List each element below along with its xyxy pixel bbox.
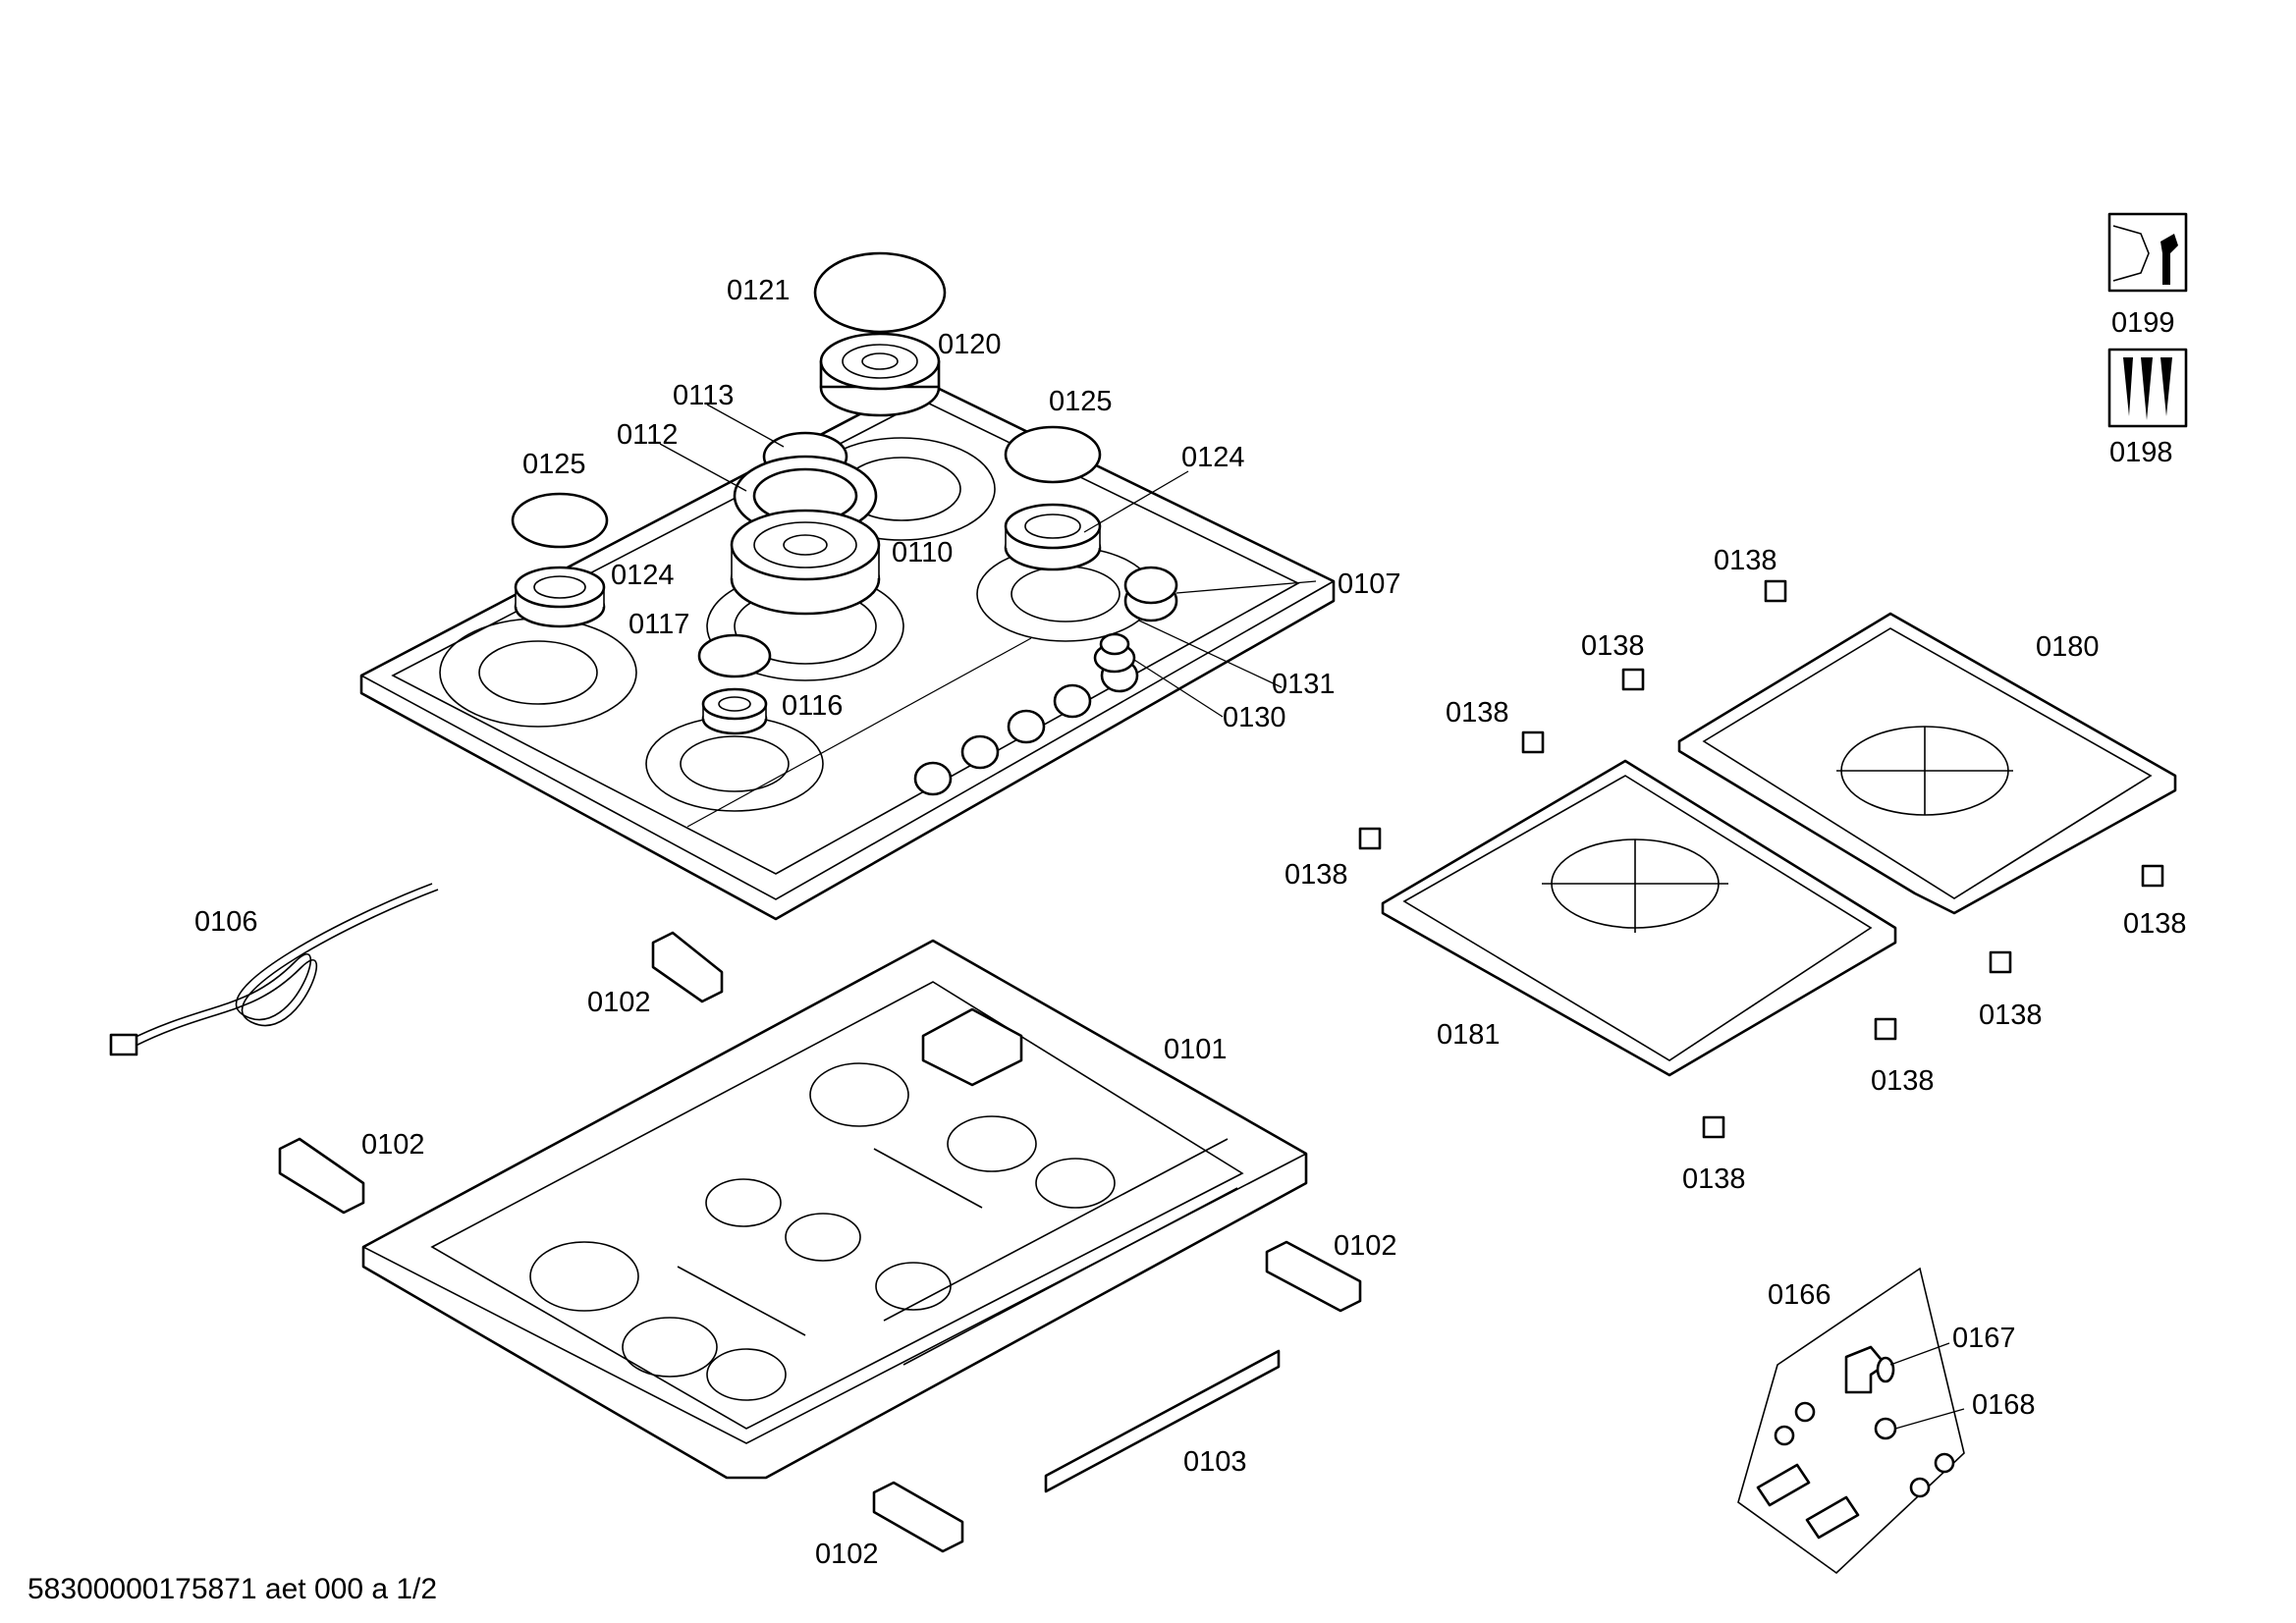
label-0120: 0120 (938, 329, 1002, 360)
label-0138-e: 0138 (2123, 908, 2187, 940)
label-0113: 0113 (673, 380, 734, 411)
burner-cap-0125-left (511, 492, 609, 549)
label-0124-right: 0124 (1181, 442, 1245, 473)
label-0130: 0130 (1223, 702, 1286, 733)
leader-lines-kit (1889, 1342, 1965, 1430)
burner-head-0110 (730, 509, 881, 616)
label-0106: 0106 (194, 906, 258, 938)
label-0180: 0180 (2036, 631, 2100, 663)
wrench-nut-icon (2107, 212, 2188, 293)
document-footer: 58300000175871 aet 000 a 1/2 (27, 1573, 437, 1605)
label-0168: 0168 (1972, 1389, 2036, 1421)
label-0138-g: 0138 (1871, 1065, 1935, 1097)
label-0102-b: 0102 (361, 1129, 425, 1161)
pan-support-0181 (1381, 759, 1897, 1077)
label-0138-d: 0138 (1285, 859, 1348, 891)
label-0125-right: 0125 (1049, 386, 1113, 417)
bracket-0102-c (1265, 1240, 1362, 1313)
pan-support-0180 (1677, 612, 2177, 915)
label-0102-d: 0102 (815, 1539, 879, 1570)
label-0116: 0116 (782, 690, 843, 722)
label-0167: 0167 (1952, 1323, 2016, 1354)
strip-0103 (1044, 1349, 1281, 1493)
label-0138-h: 0138 (1682, 1163, 1746, 1195)
label-0101: 0101 (1164, 1034, 1228, 1065)
label-0117: 0117 (629, 609, 689, 640)
label-0199: 0199 (2111, 307, 2175, 339)
label-0198: 0198 (2109, 437, 2173, 468)
leader-lines-top (659, 404, 1317, 718)
label-0121: 0121 (727, 275, 791, 306)
fitting-kit-0166 (1737, 1267, 1965, 1575)
power-cable-0106 (109, 883, 439, 1056)
label-0138-b: 0138 (1581, 630, 1645, 662)
burner-cap-0125-right (1004, 425, 1102, 484)
label-0102-a: 0102 (587, 987, 651, 1018)
rubber-feet-0138 (1358, 579, 2164, 1139)
label-0181: 0181 (1437, 1019, 1501, 1051)
knob-0131 (1123, 566, 1178, 622)
label-0138-c: 0138 (1446, 697, 1509, 729)
burner-head-0124-right (1004, 503, 1102, 571)
label-0112: 0112 (617, 419, 678, 451)
burner-head-0116 (701, 687, 768, 735)
label-0125-left: 0125 (522, 449, 586, 480)
label-0138-f: 0138 (1979, 1000, 2043, 1031)
label-0103: 0103 (1183, 1446, 1247, 1478)
label-0110: 0110 (892, 537, 953, 568)
burner-cap-0117 (697, 633, 772, 678)
label-0107: 0107 (1338, 568, 1401, 600)
label-0102-c: 0102 (1334, 1230, 1397, 1262)
bottom-tray-0101 (361, 939, 1308, 1480)
burner-head-0124-left (514, 566, 606, 628)
label-0131: 0131 (1272, 669, 1336, 700)
label-0124-left: 0124 (611, 560, 675, 591)
burner-cap-0121 (813, 251, 947, 334)
bracket-0102-b (278, 1137, 365, 1215)
burner-head-0120 (819, 332, 941, 417)
label-0166: 0166 (1768, 1279, 1831, 1311)
knob-spindle-0130 (1093, 632, 1136, 674)
label-0138-a: 0138 (1714, 545, 1777, 576)
part-labels: 0121 0120 0113 0112 0125 0125 0124 0124 … (194, 275, 2187, 1570)
screws-icon (2107, 348, 2188, 428)
bracket-0102-d (872, 1481, 964, 1553)
bracket-0102-a (651, 931, 724, 1003)
